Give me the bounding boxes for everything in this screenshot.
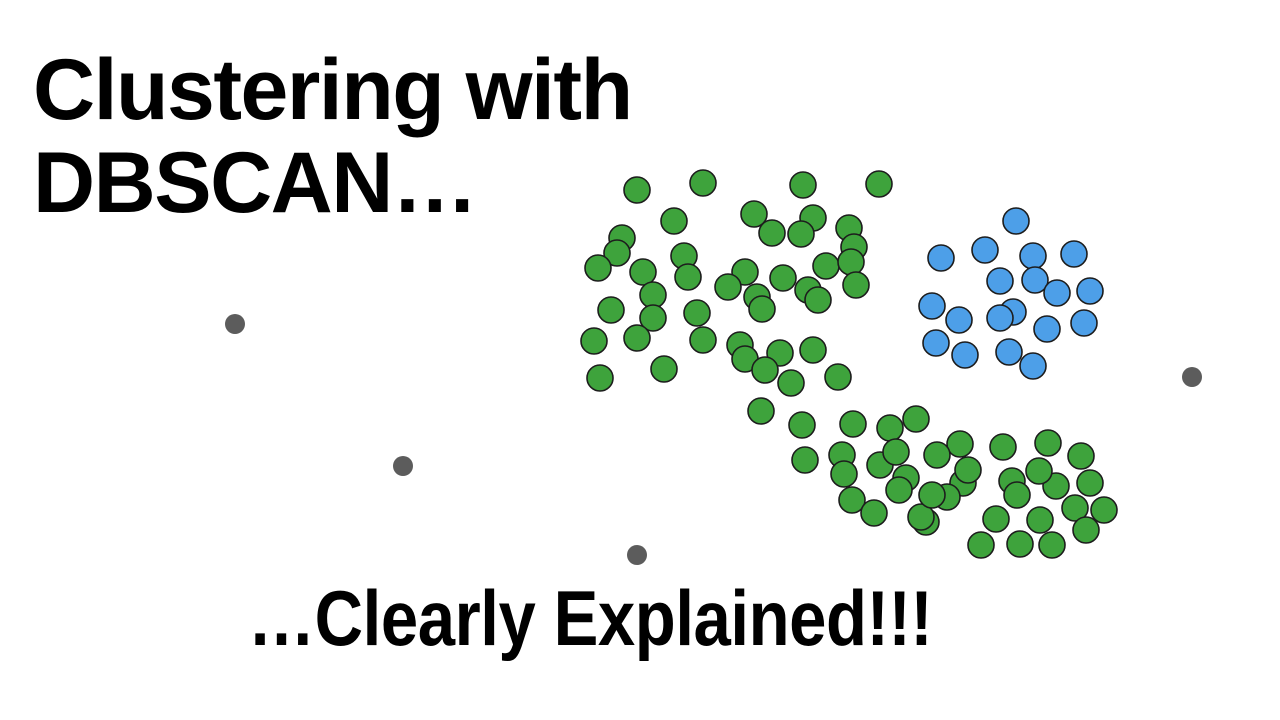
data-point [789, 171, 817, 199]
data-point [1038, 531, 1066, 559]
data-point [860, 499, 888, 527]
data-point [623, 324, 651, 352]
data-point [758, 219, 786, 247]
data-point [824, 363, 852, 391]
data-point [1072, 516, 1100, 544]
data-point [674, 263, 702, 291]
data-point [799, 336, 827, 364]
data-point [597, 296, 625, 324]
data-point [580, 327, 608, 355]
data-point [804, 286, 832, 314]
data-point [787, 220, 815, 248]
data-point [393, 456, 413, 476]
data-point [830, 460, 858, 488]
data-point [748, 295, 776, 323]
data-point [902, 405, 930, 433]
data-point [865, 170, 893, 198]
data-point [885, 476, 913, 504]
data-point [1019, 242, 1047, 270]
data-point [1002, 207, 1030, 235]
data-point [689, 169, 717, 197]
data-point [650, 355, 678, 383]
data-point [812, 252, 840, 280]
data-point [882, 438, 910, 466]
data-point [995, 338, 1023, 366]
data-point [1090, 496, 1118, 524]
data-point [1034, 429, 1062, 457]
data-point [1021, 266, 1049, 294]
data-point [769, 264, 797, 292]
data-point [225, 314, 245, 334]
data-point [946, 430, 974, 458]
data-point [986, 304, 1014, 332]
data-point [623, 176, 651, 204]
data-point [837, 248, 865, 276]
data-point [1076, 277, 1104, 305]
data-point [603, 239, 631, 267]
data-point [1070, 309, 1098, 337]
data-point [660, 207, 688, 235]
data-point [1019, 352, 1047, 380]
data-point [1043, 279, 1071, 307]
data-point [986, 267, 1014, 295]
data-point [1006, 530, 1034, 558]
data-point [918, 481, 946, 509]
data-point [629, 258, 657, 286]
data-point [791, 446, 819, 474]
data-point [586, 364, 614, 392]
data-point [1061, 494, 1089, 522]
data-point [982, 505, 1010, 533]
data-point [951, 341, 979, 369]
scatter-series-2 [918, 207, 1104, 380]
data-point [639, 304, 667, 332]
data-point [1025, 457, 1053, 485]
title-line-2: DBSCAN… [33, 135, 478, 231]
data-point [945, 306, 973, 334]
data-point [923, 441, 951, 469]
data-point [714, 273, 742, 301]
data-point [751, 356, 779, 384]
data-point [907, 503, 935, 531]
title-block: Clustering with DBSCAN… [33, 44, 753, 230]
data-point [876, 414, 904, 442]
subtitle-text: …Clearly Explained!!! [248, 574, 933, 662]
scatter-series-1 [830, 429, 1118, 559]
data-point [1182, 367, 1202, 387]
data-point [967, 531, 995, 559]
data-point [838, 486, 866, 514]
scatter-series-layer [225, 169, 1202, 565]
data-point [971, 236, 999, 264]
data-point [1067, 442, 1095, 470]
title-line-1: Clustering with [33, 42, 633, 138]
data-point [584, 254, 612, 282]
data-point [683, 299, 711, 327]
data-point [989, 433, 1017, 461]
data-point [627, 545, 647, 565]
data-point [689, 326, 717, 354]
data-point [747, 397, 775, 425]
data-point [1060, 240, 1088, 268]
data-point [1026, 506, 1054, 534]
data-point [918, 292, 946, 320]
data-point [1033, 315, 1061, 343]
data-point [927, 244, 955, 272]
data-point [1003, 481, 1031, 509]
data-point [740, 200, 768, 228]
scatter-series-3 [225, 314, 1202, 565]
data-point [777, 369, 805, 397]
data-point [1076, 469, 1104, 497]
data-point [922, 329, 950, 357]
data-point [788, 411, 816, 439]
data-point [954, 456, 982, 484]
data-point [842, 271, 870, 299]
scatter-series-0 [580, 169, 930, 514]
data-point [639, 281, 667, 309]
data-point [839, 410, 867, 438]
